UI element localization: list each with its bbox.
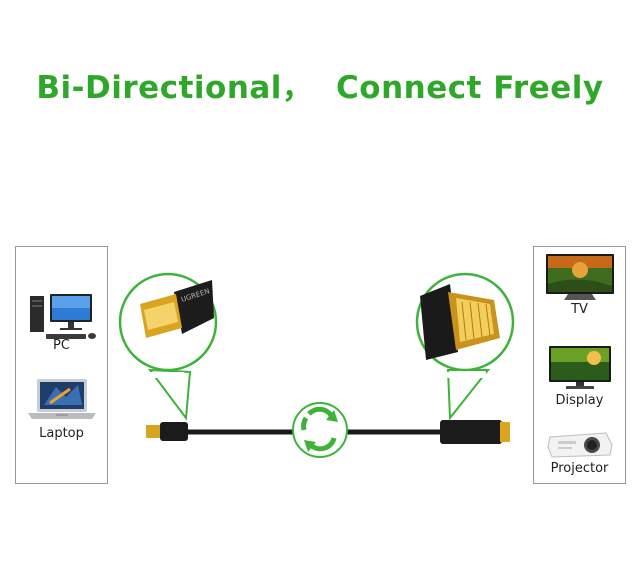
display-label: Display [555,393,604,408]
tv-label: TV [571,302,588,317]
projector-label: Projector [550,461,609,476]
displayport-zoom-callout [415,272,515,421]
headline: Bi-Directional， Connect Freely [36,70,604,106]
projector-icon [534,427,625,461]
desktop-pc-icon [16,292,107,342]
displayport-plug [440,420,510,444]
monitor-icon [534,344,625,390]
laptop-icon [16,377,107,423]
source-devices-panel: PC Laptop [15,246,108,484]
pc-label: PC [53,338,70,353]
mini-displayport-zoom-callout: UGREEN [118,272,218,421]
tv-icon [534,252,625,302]
mini-displayport-plug [146,422,188,441]
display-devices-panel: TV Display Projector [533,246,626,484]
laptop-label: Laptop [39,426,84,441]
bidirectional-arrows-icon [292,402,348,458]
